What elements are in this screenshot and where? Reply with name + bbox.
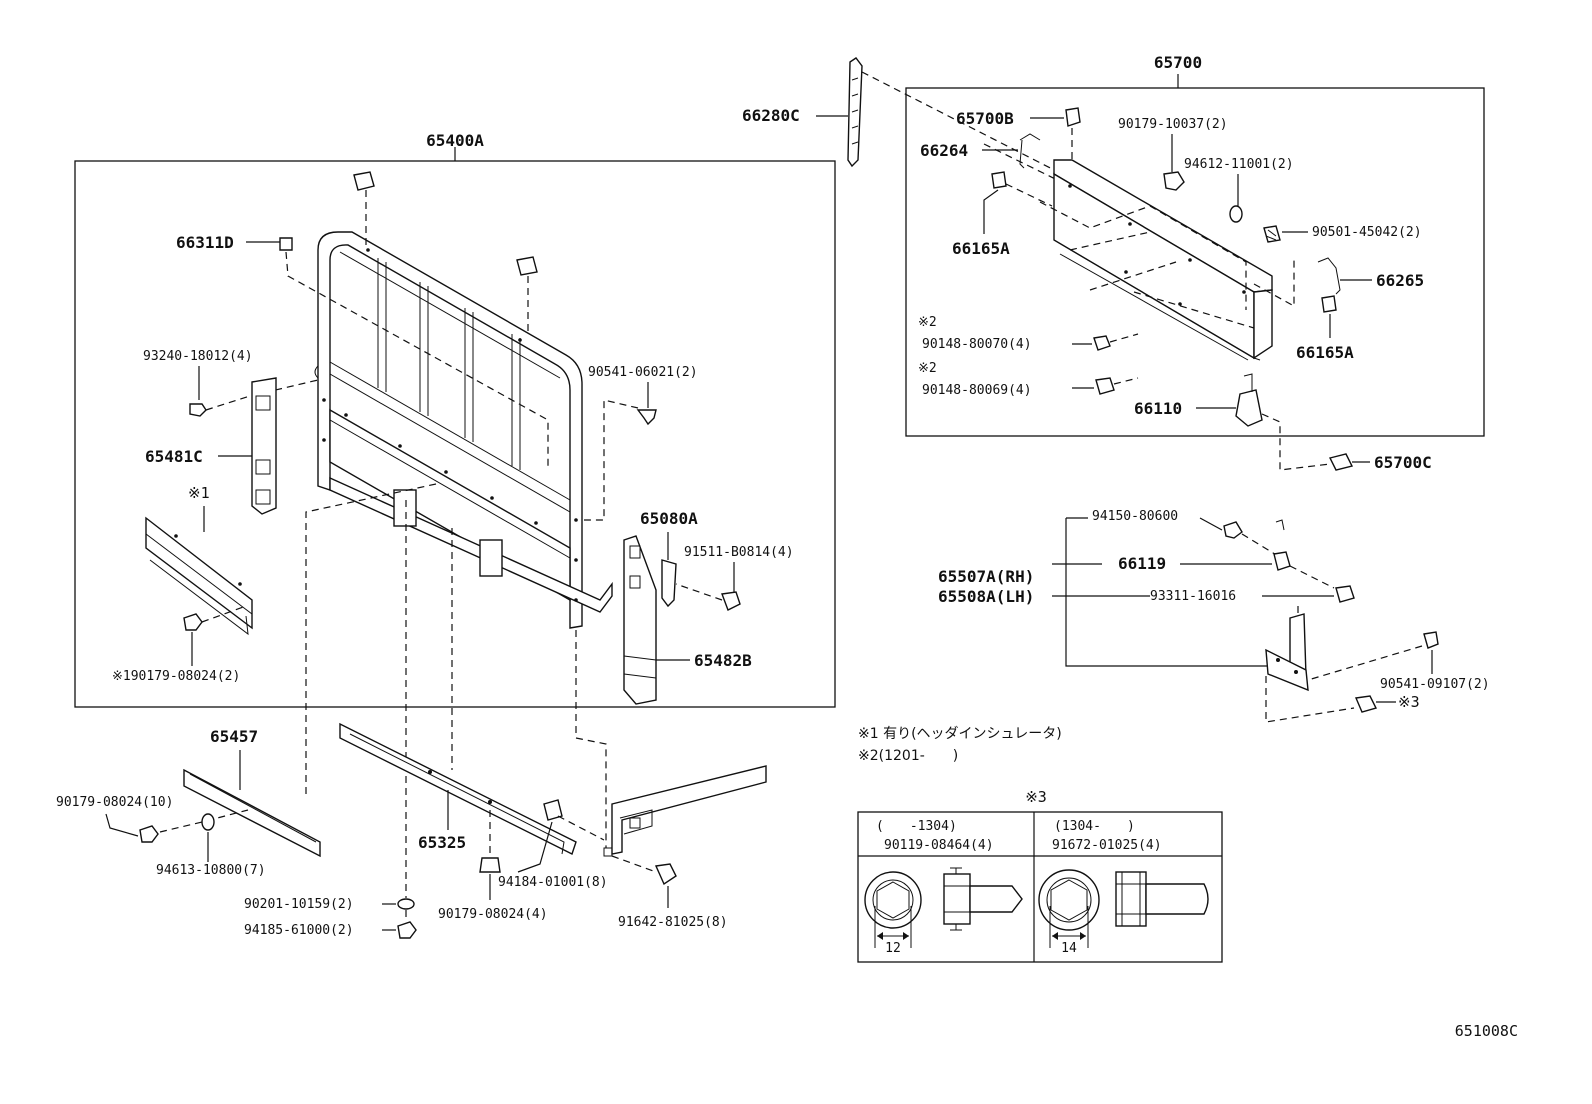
washer-94612-11001 (1229, 205, 1243, 223)
callout-90179-08024-4: 90179-08024(4) (438, 907, 548, 922)
latch-65080a (661, 559, 677, 608)
callout-65507a: 65507A(RH) (938, 567, 1034, 586)
callout-66110: 66110 (1134, 399, 1182, 418)
table-col2-part: 91672-01025(4) (1052, 838, 1162, 853)
flange-bolt-side-view-12 (943, 867, 1023, 931)
callout-66265: 66265 (1376, 271, 1424, 290)
callout-note2-mark-2: ※2 (918, 361, 937, 376)
table-col2-range: (1304- ) (1054, 819, 1135, 834)
callout-94612-11001: 94612-11001(2) (1184, 157, 1294, 172)
callout-66165a-left: 66165A (952, 239, 1010, 258)
callout-90541-09107: 90541-09107(2) (1380, 677, 1490, 692)
pin-66119 (1273, 551, 1291, 571)
bolt-91642-81025 (654, 863, 677, 886)
table-col1-size: 12 (885, 941, 901, 956)
callout-note3-mark: ※3 (1398, 693, 1420, 711)
callout-94184-01001: 94184-01001(8) (498, 875, 608, 890)
callout-190179-08024: ※190179-08024(2) (112, 669, 240, 684)
callout-66165a-right: 66165A (1296, 343, 1354, 362)
insulator-plate (145, 516, 253, 630)
bracket-65482b (623, 535, 657, 705)
tail-gate-panel (1053, 159, 1273, 361)
washer-90201-10159 (397, 898, 415, 910)
callout-66311d: 66311D (176, 233, 234, 252)
figure-code: 651008C (1455, 1022, 1518, 1040)
nut-90179-08024-4 (479, 857, 501, 873)
cap-part-right (516, 256, 538, 276)
callout-90148-80070: 90148-80070(4) (922, 337, 1032, 352)
callout-65508a: 65508A(LH) (938, 587, 1034, 606)
note-1: ※1 有り(ヘッダインシュレータ) (858, 726, 1062, 742)
spacer-94184-01001 (543, 799, 563, 821)
callout-90201-10159: 90201-10159(2) (244, 897, 354, 912)
bolt-91511-b0814 (721, 591, 741, 611)
callout-65481c: 65481C (145, 447, 203, 466)
callout-65700b: 65700B (956, 109, 1014, 128)
callout-65400a: 65400A (426, 131, 484, 150)
hinge-66110 (1235, 389, 1263, 427)
nut-90179-08024-10 (139, 825, 159, 843)
flange-bolt-side-view-14 (1115, 871, 1209, 927)
part-66311d (279, 237, 293, 251)
callout-90179-10037: 90179-10037(2) (1118, 117, 1228, 132)
callout-90148-80069: 90148-80069(4) (922, 383, 1032, 398)
bush-66165a-right (1321, 295, 1337, 313)
bolt-90148-80070 (1093, 335, 1111, 351)
callout-91511-b0814: 91511-B0814(4) (684, 545, 794, 560)
callout-91642-81025: 91642-81025(8) (618, 915, 728, 930)
group-box-65700 (905, 87, 1485, 437)
clip-90541-06021 (636, 409, 657, 426)
bush-66165a-left (991, 171, 1007, 189)
callout-94185-61000: 94185-61000(2) (244, 923, 354, 938)
callout-65700: 65700 (1154, 53, 1202, 72)
callout-66264: 66264 (920, 141, 968, 160)
nut-94185-61000 (397, 921, 417, 939)
bracket-65700b (1065, 107, 1081, 127)
callout-65700c: 65700C (1374, 453, 1432, 472)
table-col2-size: 14 (1061, 941, 1077, 956)
callout-94150-80600: 94150-80600 (1092, 509, 1178, 524)
washer-94613-10800 (201, 813, 215, 831)
callout-note2-mark-1: ※2 (918, 315, 937, 330)
sill-65457 (183, 768, 321, 858)
callout-90501-45042: 90501-45042(2) (1312, 225, 1422, 240)
bolt-93311-16016 (1335, 585, 1355, 603)
callout-93240-18012: 93240-18012(4) (143, 349, 253, 364)
cap-part-left (353, 171, 375, 191)
table-col1-part: 90119-08464(4) (884, 838, 994, 853)
fastener-table (857, 811, 1223, 963)
callout-65080a: 65080A (640, 509, 698, 528)
callout-94613-10800: 94613-10800(7) (156, 863, 266, 878)
flange-nut-top-view-14 (1038, 869, 1100, 948)
table-heading: ※3 (1025, 788, 1047, 806)
callout-65325: 65325 (418, 833, 466, 852)
bolt-90148-80069 (1095, 377, 1115, 395)
nut-190179-08024 (183, 613, 203, 631)
note-2: ※2(1201- ) (858, 748, 958, 764)
callout-note1-mark: ※1 (188, 484, 210, 502)
spring-90501-45042 (1263, 225, 1281, 243)
callout-90179-08024-10: 90179-08024(10) (56, 795, 173, 810)
callout-65457: 65457 (210, 727, 258, 746)
callout-65482b: 65482B (694, 651, 752, 670)
callout-90541-06021: 90541-06021(2) (588, 365, 698, 380)
callout-66119: 66119 (1118, 554, 1166, 573)
bolt-note3 (1354, 695, 1378, 713)
table-col1-range: ( -1304) (876, 819, 957, 834)
chain-66280c (847, 57, 863, 168)
callout-93311-16016: 93311-16016 (1150, 589, 1236, 604)
chassis-rail (611, 765, 767, 855)
bracket-65481c (251, 377, 277, 515)
nut-94150-80600 (1223, 521, 1243, 539)
nut-90179-10037 (1163, 171, 1185, 191)
bolt-93240-18012 (189, 403, 207, 417)
bolt-65700c (1328, 453, 1354, 471)
clip-90541-09107 (1423, 631, 1439, 649)
callout-66280c: 66280C (742, 106, 800, 125)
flange-nut-top-view-12 (864, 871, 922, 948)
header-guard-frame (314, 231, 613, 629)
